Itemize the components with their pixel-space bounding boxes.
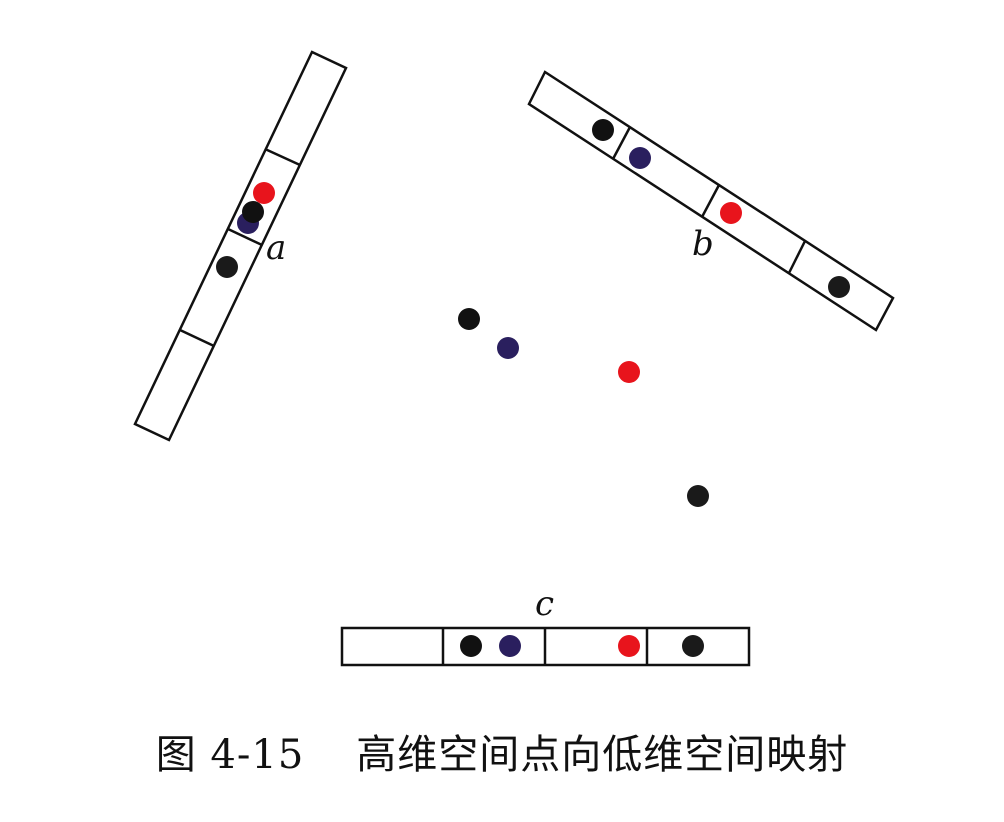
projection-strip-b: b [527, 70, 895, 332]
strip-a-divider-3 [179, 328, 215, 348]
original-points [458, 308, 709, 507]
strip-b-divider-2 [700, 184, 721, 218]
point-2-proj-c [499, 635, 521, 657]
figure-number: 图 4-15 [155, 732, 305, 778]
projected-points-a [216, 182, 275, 278]
strip-b-divider-3 [787, 240, 807, 274]
projection-strip-c: c [340, 584, 751, 667]
projection-strip-a: a [133, 50, 348, 442]
figure-title: 高维空间点向低维空间映射 [356, 732, 849, 778]
point-3-original [618, 361, 640, 383]
point-1-proj-c [460, 635, 482, 657]
point-3-proj-c [618, 635, 640, 657]
point-4-proj-c [682, 635, 704, 657]
point-4-original [687, 485, 709, 507]
point-3-proj-b [720, 202, 742, 224]
projected-points-b [592, 119, 850, 298]
point-1-original [458, 308, 480, 330]
point-3-proj-a [253, 182, 275, 204]
point-4-proj-a [216, 256, 238, 278]
strip-c-label: c [535, 584, 554, 624]
point-2-original [497, 337, 519, 359]
strip-b-label: b [692, 224, 714, 264]
point-4-proj-b [828, 276, 850, 298]
point-1-proj-b [592, 119, 614, 141]
figure-caption: 图 4-15 高维空间点向低维空间映射 [0, 722, 1004, 780]
point-1-proj-a [242, 201, 264, 223]
strip-a-divider-1 [264, 147, 301, 167]
projected-points-c [460, 635, 704, 657]
strip-a-divider-2 [227, 227, 263, 247]
strip-a-label: a [266, 228, 286, 268]
point-2-proj-b [629, 147, 651, 169]
strip-b-divider-1 [611, 126, 632, 160]
